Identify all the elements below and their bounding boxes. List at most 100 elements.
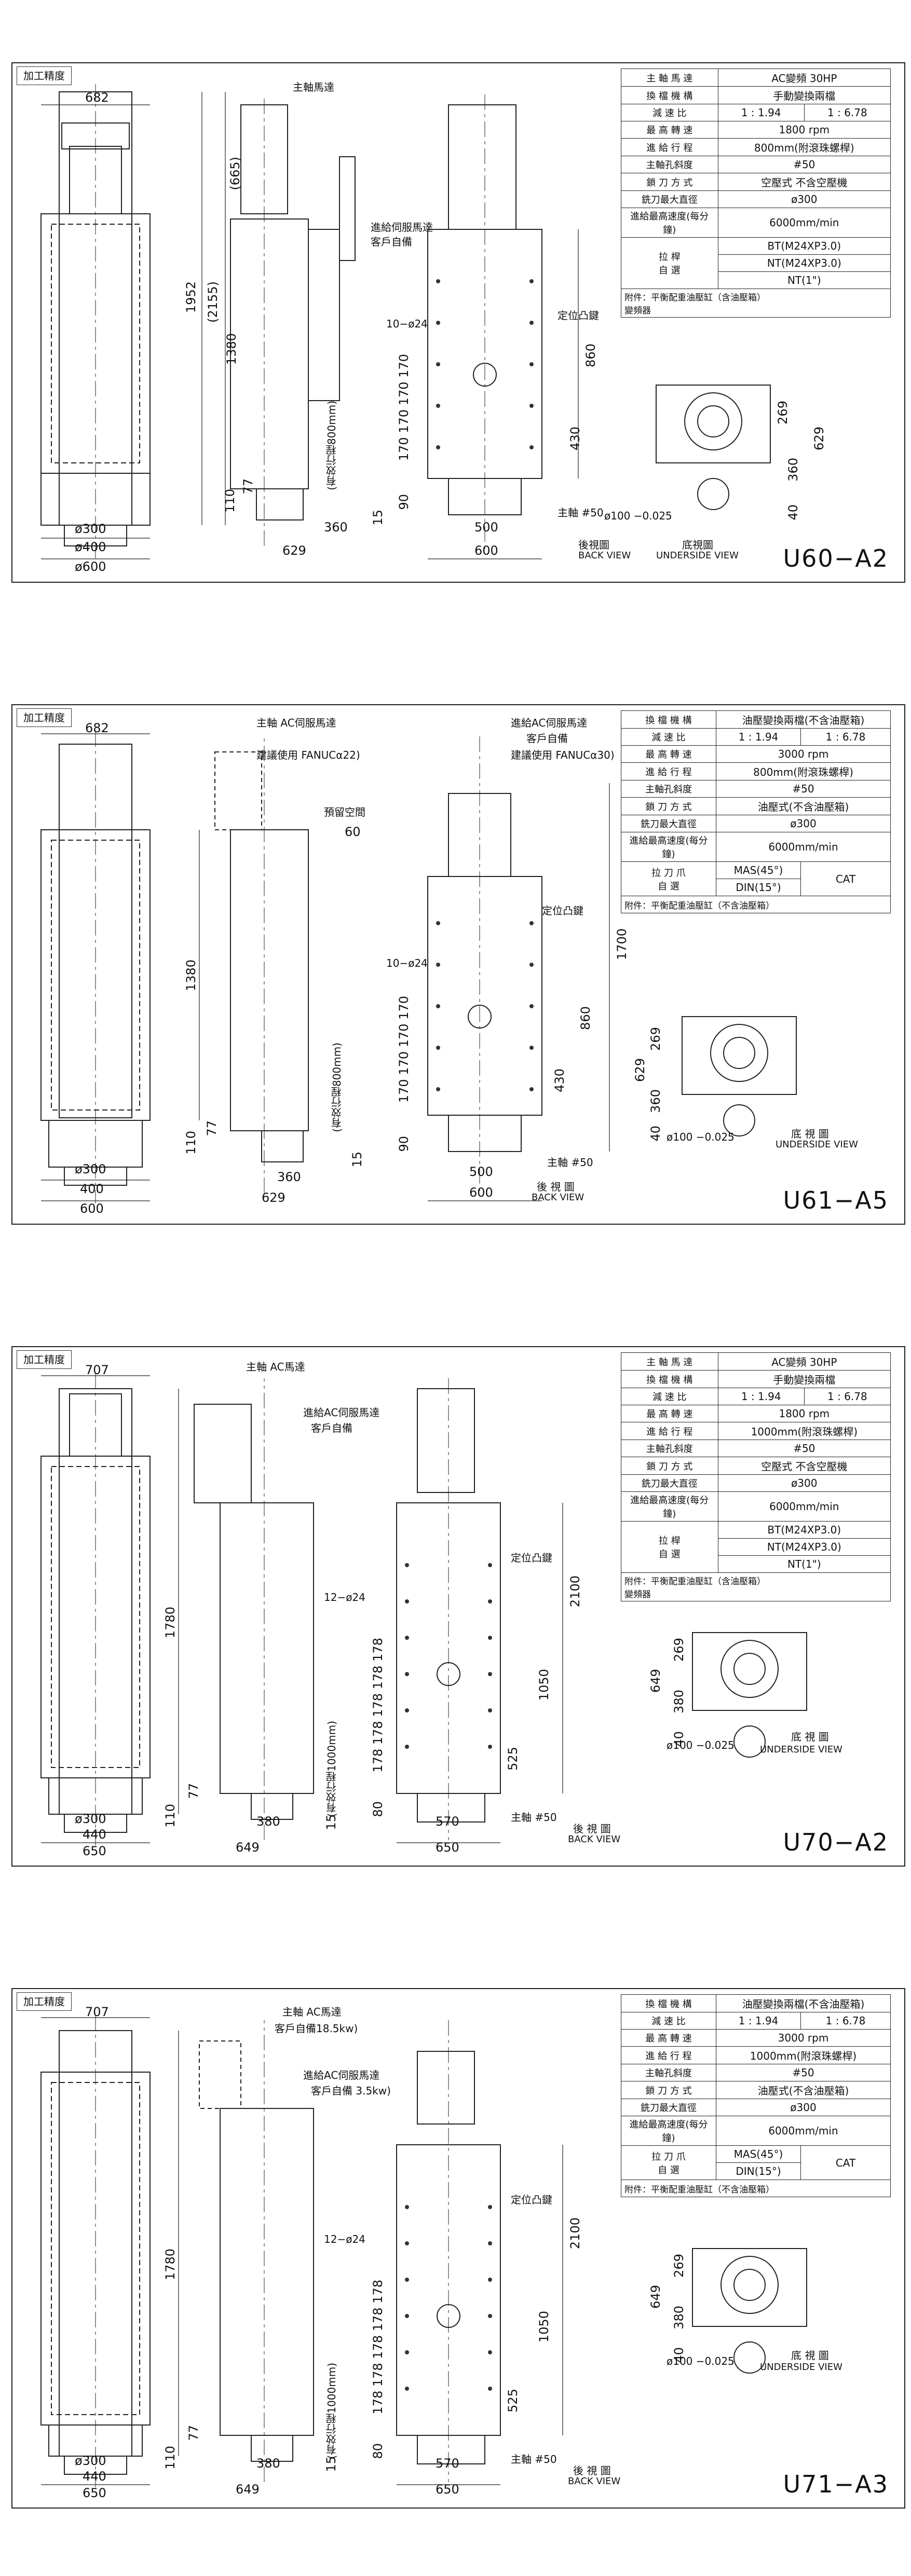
underside-en: UNDERSIDE VIEW <box>656 550 739 561</box>
back-view-en: BACK VIEW <box>568 2476 621 2487</box>
spec-key: 鎖 刀 方 式 <box>621 173 718 191</box>
back-view-en: BACK VIEW <box>532 1192 584 1203</box>
optional-label: 自 選 <box>658 2164 679 2176</box>
spec-value: 空壓式 不含空壓機 <box>717 1457 891 1475</box>
dim-label: 40 <box>672 2347 686 2363</box>
reserved-space-label: 預留空間 <box>324 806 365 818</box>
optional-label: 自 選 <box>658 1549 681 1560</box>
spec-value: NT(1") <box>717 1555 891 1573</box>
dim-label: 1380 <box>224 333 239 365</box>
spec-key: 主軸孔斜度 <box>621 1440 718 1457</box>
spec-value: 6000mm/min <box>716 832 891 862</box>
locate-key-label: 定位凸鍵 <box>511 2194 552 2206</box>
dim-label: 650 <box>83 2486 106 2500</box>
dim-label: 110 <box>163 2446 178 2470</box>
dim-label: 1050 <box>537 1669 551 1701</box>
spec-key: 減 速 比 <box>621 104 718 121</box>
dim-label: 525 <box>506 1747 520 1771</box>
spec-value: 油壓式(不含油壓箱) <box>716 2081 891 2099</box>
sheet-tag: 加工精度 <box>17 1350 72 1369</box>
customer-label: 客戶自備 <box>311 1422 352 1434</box>
underside-plate <box>692 1632 807 1711</box>
spec-value: NT(M24XP3.0) <box>717 1538 891 1556</box>
back-motor <box>448 104 516 230</box>
locate-key-label: 定位凸鍵 <box>511 1552 552 1564</box>
holes-label: 12−ø24 <box>324 2233 365 2245</box>
tolerance-label: ø100 −0.025 <box>667 1739 735 1751</box>
optional-label: 自 選 <box>658 265 681 276</box>
dim-label: 440 <box>83 2469 106 2484</box>
dim-label: 1700 <box>615 928 629 961</box>
tolerance-label: ø100 −0.025 <box>604 510 672 522</box>
dim-label: 80 <box>371 2443 385 2459</box>
dim-label: 380 <box>256 2456 280 2471</box>
holes-label: 12−ø24 <box>324 1591 365 1604</box>
dim-label: 380 <box>256 1814 280 1829</box>
dim-label: 400 <box>80 1182 104 1196</box>
spec-value: ø300 <box>716 815 891 832</box>
dim-label: 600 <box>80 1201 104 1216</box>
servo-label: 進給AC伺服馬達 <box>303 2069 380 2081</box>
dim-label: ø300 <box>75 2454 106 2468</box>
technical-drawing <box>40 84 771 561</box>
holes-label: 10−ø24 <box>386 957 428 969</box>
spec-value: CAT <box>800 2145 891 2180</box>
dim-label: 430 <box>552 1068 567 1092</box>
spec-value: AC變頻 30HP <box>717 68 891 87</box>
underside-plate <box>682 1016 797 1095</box>
spec-value: ø300 <box>717 1474 891 1492</box>
accessory-note: 附件：平衡配重油壓缸（含油壓箱） <box>624 293 766 303</box>
spec-key: 換 檔 機 構 <box>621 86 718 104</box>
dim-label: 500 <box>469 1164 493 1179</box>
main-motor-label: 主軸 AC馬達 <box>246 1361 305 1373</box>
underside-en: UNDERSIDE VIEW <box>760 2362 842 2373</box>
pull-claw-label: 拉 刀 爪 <box>651 867 686 879</box>
side-body <box>230 829 309 1131</box>
spec-key: 銑刀最大直徑 <box>621 1474 718 1492</box>
spec-value: DIN(15°) <box>716 879 801 896</box>
dim-label: 600 <box>469 1185 493 1200</box>
dim-label: 629 <box>812 427 826 450</box>
pull-rod-label: 拉 桿 <box>658 252 681 263</box>
spec-key: 鎖 刀 方 式 <box>621 1457 718 1475</box>
servo-label: 進給AC伺服馬達 <box>511 717 588 729</box>
main-suggest-label: 客戶自備18.5kw) <box>275 2022 358 2035</box>
side-motor <box>194 1404 252 1503</box>
back-motor <box>417 1388 475 1493</box>
spec-key: 拉 刀 爪自 選 <box>621 2145 716 2180</box>
back-view-title: 後視圖 <box>578 539 609 551</box>
dim-label: 380 <box>672 1690 686 1714</box>
spec-value: 手動變換兩檔 <box>717 1370 891 1388</box>
spec-value: BT(M24XP3.0) <box>717 237 891 255</box>
spec-key: 拉 桿自 選 <box>621 1521 718 1573</box>
dim-label: 707 <box>85 2005 109 2019</box>
dim-label: 178 178 178 178 178 <box>371 1638 385 1773</box>
dim-label: 525 <box>506 2389 520 2413</box>
dim-label: 570 <box>436 2456 459 2471</box>
spec-value: 手動變換兩檔 <box>717 86 891 104</box>
spec-key: 最 高 轉 速 <box>621 2029 716 2047</box>
customer-label: 客戶自備 <box>371 236 412 248</box>
dim-label: 430 <box>568 427 582 450</box>
locate-key-label: 定位凸鍵 <box>558 309 599 322</box>
dim-label: 110 <box>184 1131 198 1155</box>
spec-key: 鎖 刀 方 式 <box>621 797 716 815</box>
spec-key: 進給最高速度(每分鐘) <box>621 832 716 862</box>
spec-value: 1 : 1.94 <box>716 2012 801 2030</box>
spindle-label: 主軸 #50 <box>511 1811 557 1824</box>
spec-key: 最 高 轉 速 <box>621 745 716 763</box>
spec-value: DIN(15°) <box>716 2162 801 2180</box>
spec-value: 6000mm/min <box>717 1491 891 1522</box>
back-view-title: 後 視 圖 <box>537 1181 575 1193</box>
spec-value: 6000mm/min <box>716 2116 891 2146</box>
spec-value: 3000 rpm <box>716 745 891 763</box>
spec-value: NT(1") <box>717 271 891 289</box>
spec-key: 主 軸 馬 達 <box>621 1352 718 1371</box>
dim-label: 269 <box>776 401 790 424</box>
dim-label: 360 <box>786 458 800 482</box>
underside-title: 底 視 圖 <box>791 1128 829 1140</box>
sheet-tag: 加工精度 <box>17 66 72 85</box>
